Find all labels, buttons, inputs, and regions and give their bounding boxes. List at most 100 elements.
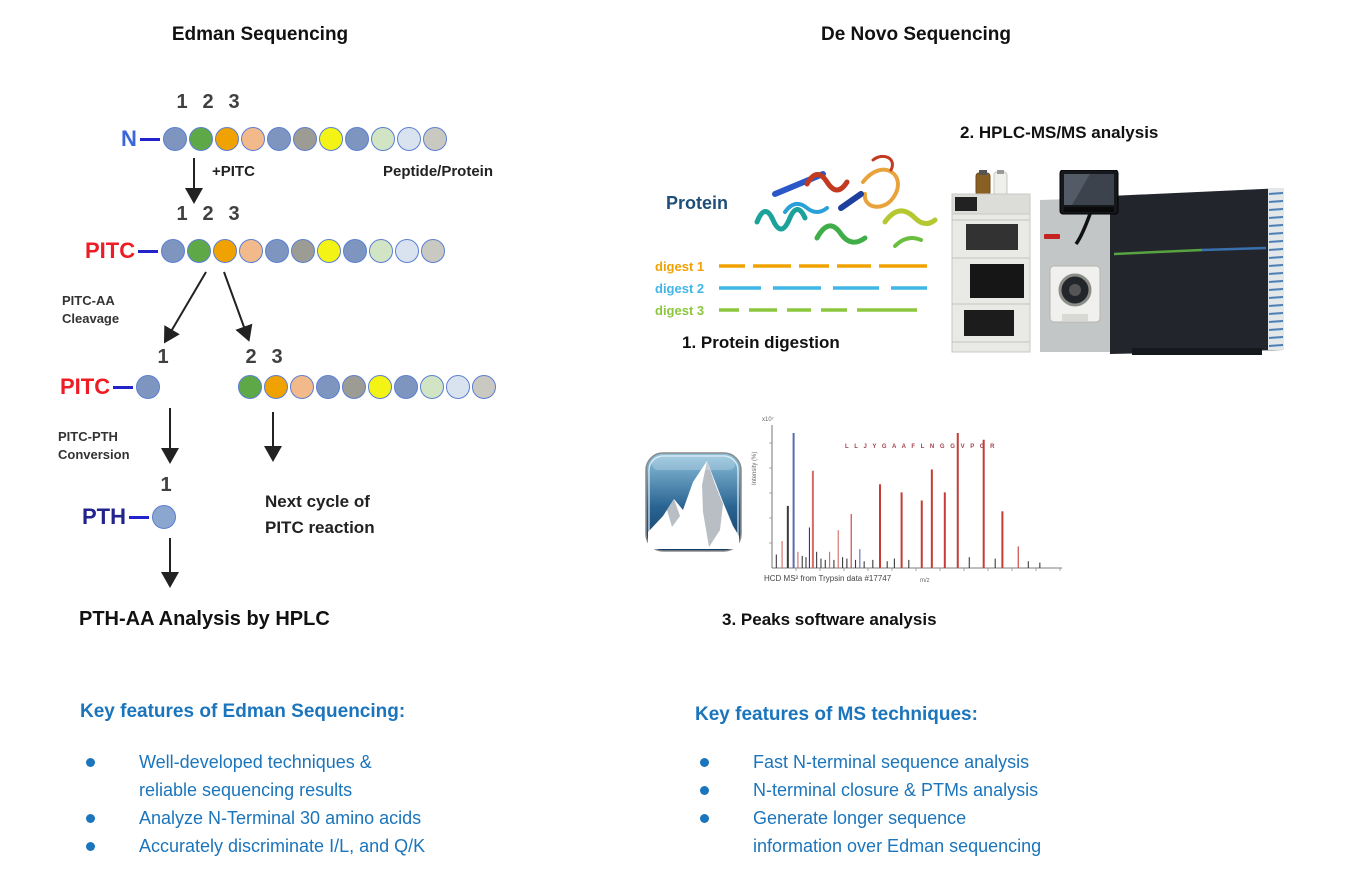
amino-acid-bead [290, 375, 314, 399]
spectrum-caption: HCD MS² from Trypsin data #17747 [764, 574, 892, 583]
list-item: Generate longer sequence information ove… [700, 804, 1180, 860]
spectrum-sequence-annotation: L L J Y G A A F L N G G V P G R [845, 444, 997, 450]
amino-acid-bead [239, 239, 264, 263]
amino-acid-bead [240, 127, 265, 151]
digest1-line [719, 264, 927, 268]
edman-arrows [161, 158, 282, 588]
chain-connector [129, 515, 149, 519]
amino-acid-bead [136, 375, 161, 399]
chain-connector [113, 385, 134, 389]
digest3-line [719, 308, 923, 312]
pitc-aa-cleaved: PITC [60, 375, 162, 399]
ms-spectrum-plot [769, 425, 1062, 571]
list-item: Fast N-terminal sequence analysis [700, 748, 1180, 776]
list-item: N-terminal closure & PTMs analysis [700, 776, 1180, 804]
amino-acid-bead [188, 127, 213, 151]
amino-acid-bead [316, 375, 340, 399]
ms-features-title: Key features of MS techniques: [695, 704, 978, 725]
amino-acid-bead [317, 239, 342, 263]
spectrum-ylabel: Intensity (%) [752, 451, 758, 485]
bullet-icon [700, 786, 709, 795]
number-1: 1 [160, 474, 172, 496]
amino-acid-bead [472, 375, 496, 399]
digest-rows: digest 1 digest 2 digest 3 [655, 255, 929, 321]
chain2-number-2: 2 [202, 203, 214, 225]
chain-connector [139, 137, 160, 141]
feature-text: Accurately discriminate I/L, and Q/K [139, 836, 426, 856]
bullet-icon [86, 758, 95, 767]
edman-features-title: Key features of Edman Sequencing: [80, 701, 406, 722]
bullet-icon [700, 814, 709, 823]
digest3-label: digest 3 [655, 302, 705, 318]
list-item: Analyze N-Terminal 30 amino acids [86, 804, 526, 832]
digest2-line [719, 286, 927, 290]
amino-acid-bead [214, 127, 239, 151]
digest1-label: digest 1 [655, 258, 705, 274]
bullet-icon [700, 758, 709, 767]
amino-acid-bead [291, 239, 316, 263]
amino-acid-bead [343, 239, 368, 263]
digest2-label: digest 2 [655, 280, 705, 296]
hplc-ms-instrument-image [951, 170, 1284, 355]
pth-aa: PTH [82, 505, 178, 529]
amino-acid-bead [162, 127, 187, 151]
digest-row-3: digest 3 [655, 299, 929, 321]
amino-acid-bead [369, 239, 394, 263]
amino-acid-bead [394, 375, 418, 399]
amino-acid-bead [370, 127, 395, 151]
denovo-title: De Novo Sequencing [820, 24, 1012, 45]
amino-acid-bead [446, 375, 470, 399]
next-cycle-label: Next cycle of PITC reaction [265, 492, 375, 538]
spectrum-scale-label: x10⁷ [762, 417, 774, 423]
edman-features-list: Well-developed techniques & reliable seq… [86, 748, 526, 860]
amino-acid-bead [265, 239, 290, 263]
chain-connector [138, 249, 159, 253]
chain2-number-1: 1 [176, 203, 188, 225]
step3-label: 3. Peaks software analysis [722, 610, 937, 629]
amino-acid-bead [161, 239, 186, 263]
amino-acid-bead [266, 127, 291, 151]
pitc-peptide-chain: PITC [85, 239, 447, 263]
bead-row [152, 505, 178, 529]
pitc-pth-conversion-label: PITC-PTH Conversion [58, 429, 130, 462]
pitc-aa-cleavage-label: PITC-AA Cleavage [62, 293, 120, 326]
pitc-label-row2: PITC [85, 238, 136, 263]
amino-acid-bead [264, 375, 288, 399]
chain1-number-1: 1 [176, 91, 188, 113]
list-item: Well-developed techniques & reliable seq… [86, 748, 526, 804]
digest-row-1: digest 1 [655, 255, 929, 277]
feature-text: Generate longer sequence information ove… [753, 808, 1042, 856]
plus-pitc-label: +PITC [212, 163, 255, 180]
pth-aa-analysis-label: PTH-AA Analysis by HPLC [79, 608, 330, 630]
remaining-numbers: 2 3 [238, 346, 290, 369]
amino-acid-bead [396, 127, 421, 151]
amino-acid-bead [368, 375, 392, 399]
list-item: Accurately discriminate I/L, and Q/K [86, 832, 526, 860]
feature-text: Well-developed techniques & reliable seq… [139, 752, 372, 800]
amino-acid-bead [213, 239, 238, 263]
chain2-number-3: 3 [228, 203, 240, 225]
number-1: 1 [157, 346, 169, 368]
amino-acid-bead [152, 505, 176, 529]
remaining-peptide-chain [238, 375, 498, 399]
amino-acid-bead [318, 127, 343, 151]
protein-ribbon-image [754, 154, 938, 248]
amino-acid-bead [344, 127, 369, 151]
spectrum-xlabel: m/z [920, 578, 930, 584]
bead-row [136, 375, 162, 399]
amino-acid-bead [422, 127, 447, 151]
protein-label: Protein [666, 193, 729, 213]
n-terminal-label: N [121, 126, 137, 151]
feature-text: Fast N-terminal sequence analysis [753, 752, 1030, 772]
amino-acid-bead [292, 127, 317, 151]
chain1-number-3: 3 [228, 91, 240, 113]
bead-row [162, 127, 449, 151]
amino-acid-bead [187, 239, 212, 263]
bead-row [238, 375, 498, 399]
ms-features-list: Fast N-terminal sequence analysis N-term… [700, 748, 1180, 860]
peptide-chain-1: N [121, 127, 449, 151]
amino-acid-bead [395, 239, 420, 263]
peaks-software-icon [645, 452, 742, 552]
amino-acid-bead [238, 375, 262, 399]
